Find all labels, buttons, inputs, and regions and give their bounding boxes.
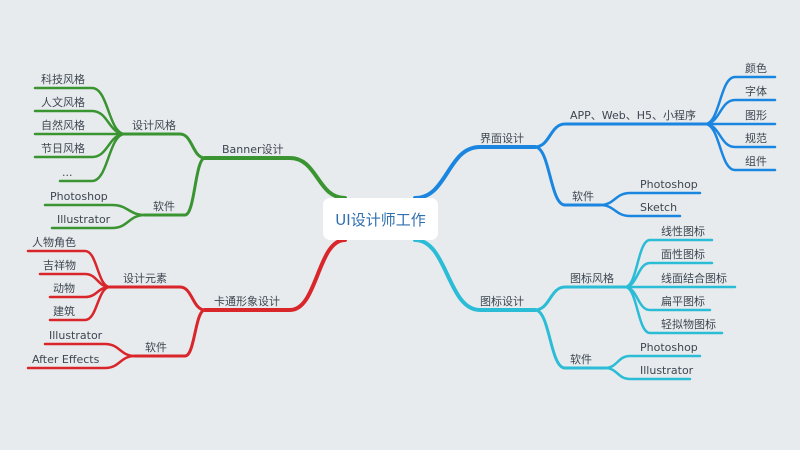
- leaf-label[interactable]: ...: [62, 166, 73, 179]
- node-platforms-label[interactable]: APP、Web、H5、小程序: [570, 108, 696, 122]
- leaf-connector: [703, 122, 777, 172]
- leaf-label[interactable]: 规范: [745, 131, 767, 145]
- node-cartoon-software-connector: [133, 308, 207, 358]
- leaf-label[interactable]: 面性图标: [661, 247, 705, 261]
- node-banner-style-label[interactable]: 设计风格: [132, 118, 176, 132]
- leaf-connector: [50, 213, 147, 230]
- node-icon-software-label[interactable]: 软件: [570, 352, 592, 366]
- leaf-connector: [623, 285, 724, 335]
- leaf-label[interactable]: 建筑: [53, 304, 75, 318]
- branch-icon-label[interactable]: 图标设计: [480, 294, 524, 308]
- leaf-label[interactable]: 扁平图标: [661, 294, 705, 308]
- leaf-label[interactable]: 人物角色: [32, 235, 76, 249]
- leaf-label[interactable]: Illustrator: [49, 329, 103, 342]
- branch-interface-label[interactable]: 界面设计: [480, 132, 524, 145]
- leaf-label[interactable]: 自然风格: [41, 118, 85, 132]
- node-icon-software-connector: [533, 308, 607, 370]
- leaf-label[interactable]: 颜色: [745, 61, 767, 75]
- leaf-label[interactable]: Illustrator: [640, 364, 694, 377]
- leaf-connector: [48, 285, 112, 322]
- leaf-label[interactable]: 人文风格: [41, 95, 85, 109]
- node-banner-software-label[interactable]: 软件: [153, 199, 175, 213]
- branch-interface-connector: [413, 145, 537, 200]
- node-cartoon-software-label[interactable]: 软件: [145, 340, 167, 354]
- node-icon-style-label[interactable]: 图标风格: [570, 271, 614, 285]
- leaf-label[interactable]: 吉祥物: [43, 258, 76, 272]
- node-cartoon-elements-label[interactable]: 设计元素: [123, 272, 167, 285]
- leaf-label[interactable]: After Effects: [32, 353, 100, 366]
- leaf-connector: [58, 132, 127, 183]
- branch-banner-connector: [203, 156, 347, 200]
- leaf-label[interactable]: Illustrator: [57, 213, 111, 226]
- leaf-connector: [603, 366, 692, 381]
- branch-cartoon-label[interactable]: 卡通形象设计: [214, 295, 280, 308]
- leaf-label[interactable]: Photoshop: [50, 190, 108, 203]
- leaf-label[interactable]: Photoshop: [640, 178, 698, 191]
- branch-banner-label[interactable]: Banner设计: [222, 143, 284, 156]
- leaf-label[interactable]: Sketch: [640, 201, 677, 214]
- leaf-label[interactable]: 轻拟物图标: [661, 317, 716, 331]
- node-banner-style-connector: [123, 132, 207, 160]
- root-node[interactable]: UI设计师工作: [323, 198, 438, 240]
- leaf-connector: [26, 354, 137, 370]
- leaf-label[interactable]: 字体: [745, 84, 767, 98]
- leaf-connector: [598, 203, 682, 218]
- node-icon-style-connector: [533, 285, 627, 312]
- leaf-label[interactable]: 线性图标: [661, 224, 705, 238]
- leaf-label[interactable]: 图形: [745, 109, 767, 122]
- branch-cartoon-connector: [203, 238, 347, 312]
- leaf-label[interactable]: 科技风格: [41, 72, 85, 86]
- leaf-label[interactable]: 线面结合图标: [661, 271, 727, 285]
- leaf-label[interactable]: 动物: [53, 281, 75, 295]
- node-interface-software-connector: [533, 145, 602, 207]
- node-cartoon-elements-connector: [108, 285, 207, 312]
- leaf-label[interactable]: 组件: [745, 154, 767, 168]
- leaf-label[interactable]: 节日风格: [41, 141, 85, 155]
- root-label: UI设计师工作: [335, 210, 426, 229]
- branch-icon-connector: [413, 238, 537, 312]
- node-platforms-connector: [533, 122, 707, 149]
- leaf-label[interactable]: Photoshop: [640, 341, 698, 354]
- node-banner-software-connector: [143, 156, 207, 217]
- node-interface-software-label[interactable]: 软件: [572, 189, 594, 203]
